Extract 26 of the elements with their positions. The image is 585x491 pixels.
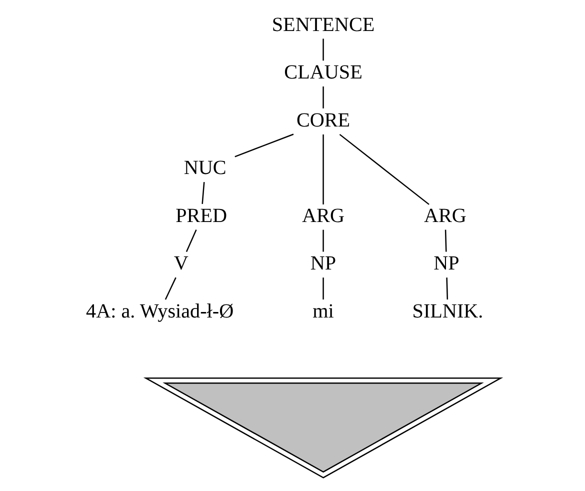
node-text: 4A: a. Wysiad-ł-Ø xyxy=(86,300,234,322)
node-triangle xyxy=(142,377,503,478)
connector xyxy=(444,230,446,252)
node-text: NP xyxy=(310,252,336,275)
node-text: NP xyxy=(433,252,459,275)
connector xyxy=(201,182,204,204)
node-text: ARG xyxy=(302,204,344,227)
node-text: CLAUSE xyxy=(284,62,362,84)
node-text: NUC xyxy=(183,157,226,180)
node-text: SENTENCE xyxy=(271,14,374,36)
connector xyxy=(322,278,324,300)
connector xyxy=(322,134,324,204)
connector xyxy=(322,38,324,61)
node-text: ARG xyxy=(423,204,466,227)
node-text: SILNIK. xyxy=(412,300,483,322)
connector xyxy=(234,134,294,158)
node-text: mi xyxy=(312,300,334,322)
node-text: PRED xyxy=(175,204,227,227)
connector xyxy=(322,230,324,252)
connector xyxy=(322,86,324,108)
connector xyxy=(446,278,448,300)
node-text: CORE xyxy=(296,109,350,132)
connector xyxy=(185,230,196,252)
node-text: V xyxy=(173,252,188,275)
connector xyxy=(338,134,429,205)
connector xyxy=(164,277,176,300)
